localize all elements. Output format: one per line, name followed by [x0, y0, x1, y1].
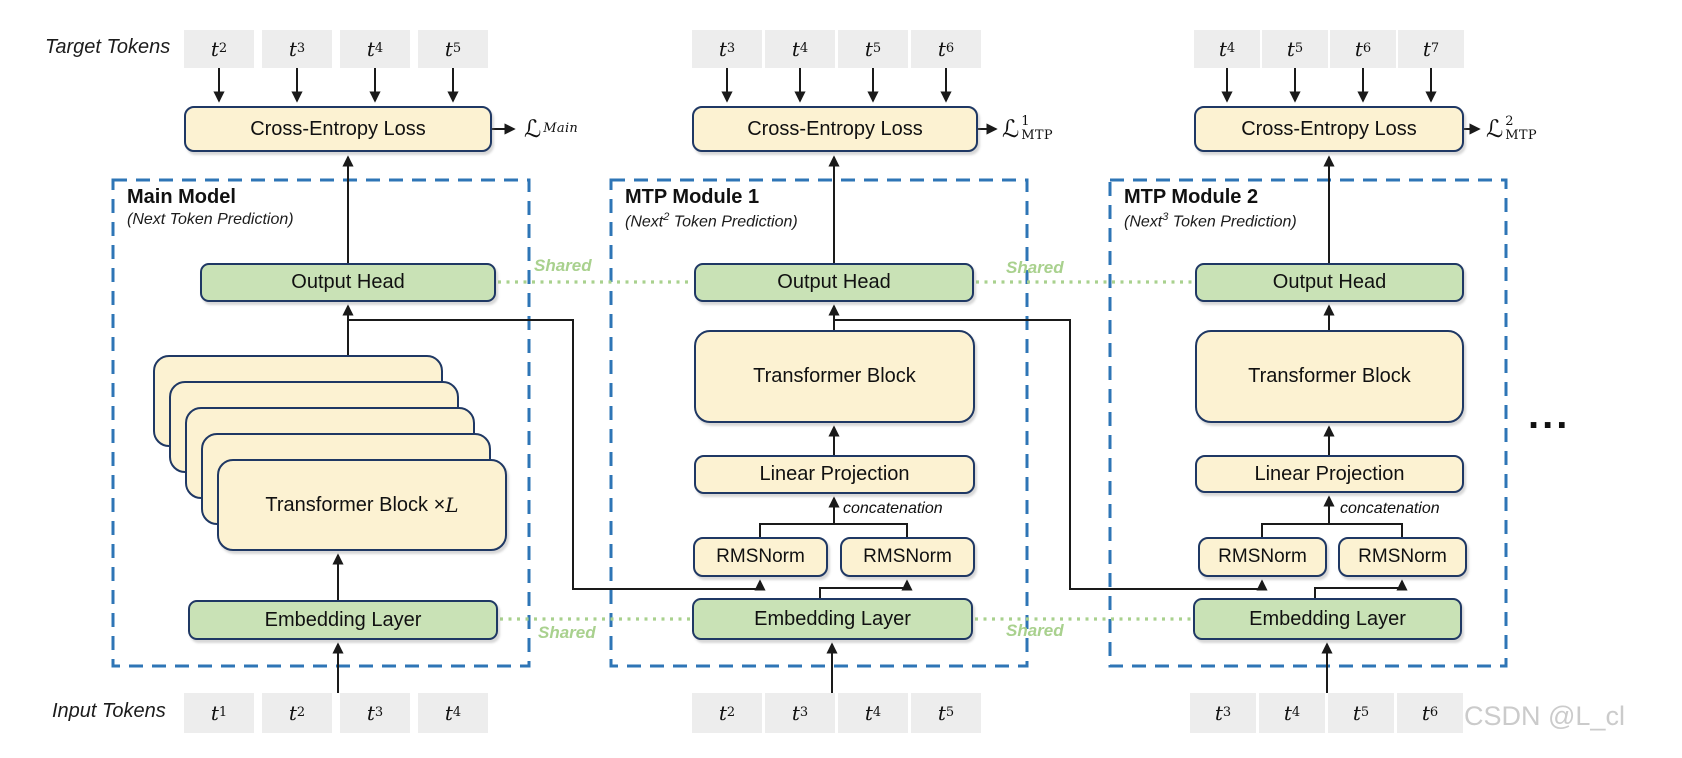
transformer-block: Transformer Block — [1195, 330, 1464, 423]
module-subtitle: (Next Token Prediction) — [127, 211, 294, 228]
concatenation-label: concatenation — [1340, 500, 1440, 517]
rmsnorm-block: RMSNorm — [1338, 537, 1467, 577]
csdn-watermark: CSDN @L_cl — [1464, 701, 1625, 731]
cross-entropy-loss-block: Cross-Entropy Loss — [184, 106, 492, 152]
rmsnorm-block: RMSNorm — [1198, 537, 1327, 577]
shared-label: Shared — [1006, 621, 1064, 640]
more-modules-ellipsis: ... — [1528, 393, 1571, 437]
cross-entropy-loss-block: Cross-Entropy Loss — [692, 106, 978, 152]
flow-arrows — [213, 68, 1481, 693]
module-title: MTP Module 1 — [625, 186, 760, 208]
module-title: Main Model — [127, 186, 236, 208]
target-tokens-label: Target Tokens — [45, 36, 171, 58]
linear-projection-block: Linear Projection — [694, 455, 975, 494]
transformer-block: Transformer Block — [694, 330, 975, 423]
output-head-block: Output Head — [1195, 263, 1464, 302]
input-tokens-label: Input Tokens — [52, 700, 166, 722]
module-title: MTP Module 2 — [1124, 186, 1259, 208]
module-subtitle: (Next2 Token Prediction) — [625, 211, 798, 231]
output-head-block: Output Head — [694, 263, 974, 302]
rmsnorm-block: RMSNorm — [693, 537, 828, 577]
shared-label: Shared — [534, 256, 592, 275]
transformer-block-stack: Transformer Block × L — [217, 459, 507, 551]
module-subtitle: (Next3 Token Prediction) — [1124, 211, 1297, 231]
dashed-module-borders — [111, 178, 1508, 668]
concatenation-label: concatenation — [843, 500, 943, 517]
shared-label: Shared — [538, 623, 596, 642]
embedding-layer-block: Embedding Layer — [692, 598, 973, 640]
shared-dotted-lines — [498, 280, 1193, 621]
shared-label: Shared — [1006, 258, 1064, 277]
cross-entropy-loss-block: Cross-Entropy Loss — [1194, 106, 1464, 152]
rmsnorm-block: RMSNorm — [840, 537, 975, 577]
embedding-layer-block: Embedding Layer — [1193, 598, 1462, 640]
linear-projection-block: Linear Projection — [1195, 455, 1464, 493]
embedding-layer-block: Embedding Layer — [188, 600, 498, 640]
output-head-block: Output Head — [200, 263, 496, 302]
